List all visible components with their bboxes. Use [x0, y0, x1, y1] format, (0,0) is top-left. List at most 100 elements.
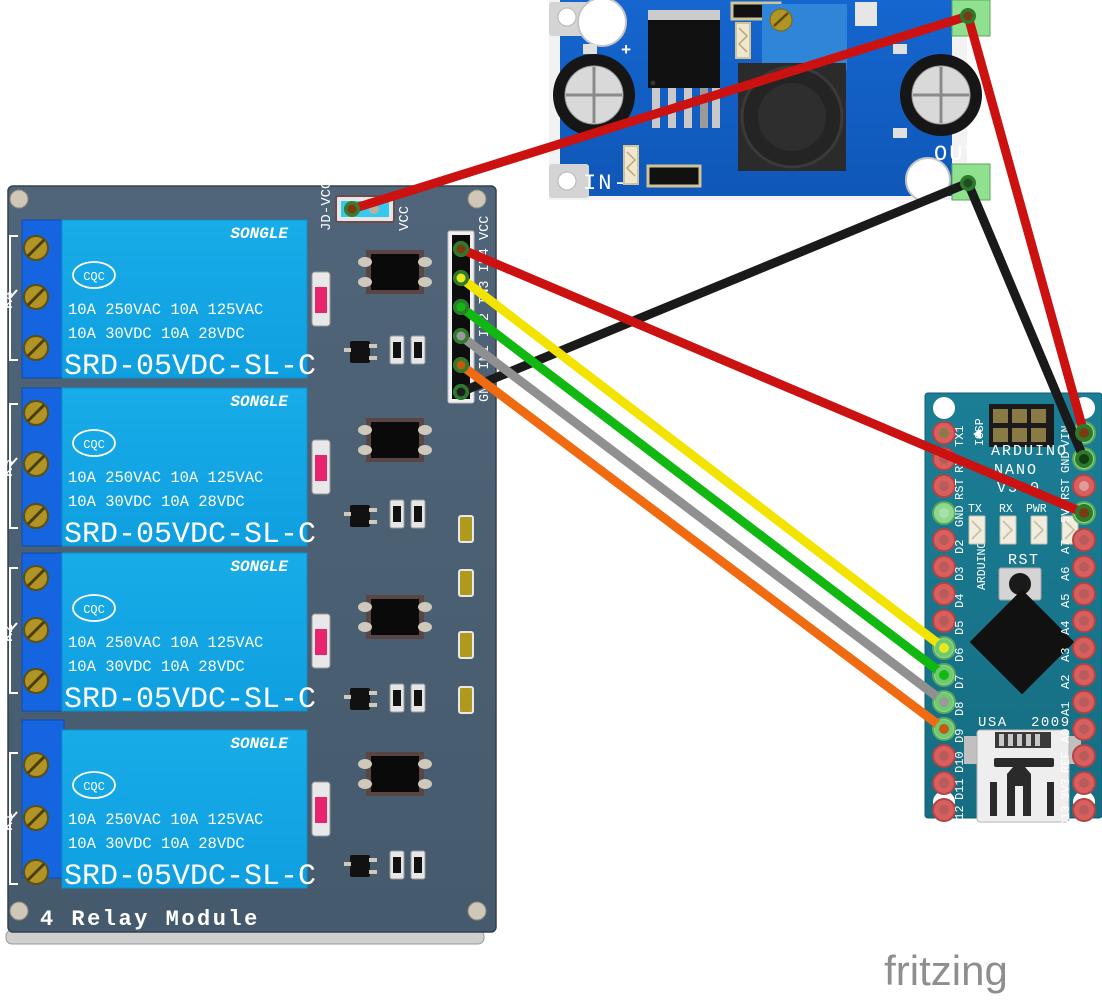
pin-d2[interactable] [932, 528, 956, 552]
mount-hole [467, 189, 487, 209]
pin-a5[interactable] [1072, 582, 1096, 606]
relay-rating-2: 10A 30VDC 10A 28VDC [68, 835, 245, 853]
plus-label: + [621, 42, 631, 61]
vcc-label: VCC [397, 206, 413, 231]
terminal-block-k3[interactable]: K3 [0, 387, 65, 547]
pin-label-d6: D6 [953, 648, 967, 662]
pin-rst[interactable] [932, 474, 956, 498]
terminal-block-k4[interactable]: K4 [0, 219, 65, 379]
relay-unit-k3[interactable]: K3 SONGLE CQC 10A 250VAC 10A 125VAC 10A … [0, 387, 474, 552]
pin-label-a0: A0 [1059, 729, 1073, 743]
pin-label-a1: A1 [1059, 702, 1073, 716]
brand-label: ARDUINO [991, 443, 1068, 460]
pin-d13[interactable] [1072, 798, 1096, 822]
pin-label-d4: D4 [953, 594, 967, 608]
pin-label-rst: RST [953, 478, 967, 500]
optocoupler-ic [358, 250, 432, 294]
out-minus-label: OUT- [934, 142, 995, 167]
wires-layer[interactable] [347, 11, 1089, 734]
pin-a0[interactable] [1072, 717, 1096, 741]
pin-a1[interactable] [1072, 690, 1096, 714]
relay-brand: SONGLE [230, 225, 288, 243]
terminal-block-k1[interactable]: K1 [0, 719, 65, 885]
pin-d4[interactable] [932, 582, 956, 606]
optocoupler-ic [358, 752, 432, 796]
relay-unit-k1[interactable]: K1 SONGLE CQC 10A 250VAC 10A 125VAC 10A … [0, 719, 432, 894]
pin-d11[interactable] [932, 771, 956, 795]
pin-d5[interactable] [932, 609, 956, 633]
regulator-ic [648, 10, 720, 128]
nano-pins-left[interactable]: TX1 RX RST GND D2 D3 D4 D5 D6 D7 D8 D9 D… [932, 421, 967, 827]
wire-relay-in3-to-nano-d7[interactable] [456, 302, 949, 680]
potentiometer[interactable] [762, 4, 847, 70]
relay-rating-2: 10A 30VDC 10A 28VDC [68, 325, 245, 343]
pin-label-a3: A3 [1059, 648, 1073, 662]
relay-part-number: SRD-05VDC-SL-C [64, 350, 316, 384]
wire-relay-in4-to-nano-d6[interactable] [456, 273, 949, 653]
pin-d10[interactable] [932, 744, 956, 768]
relay-brand: SONGLE [230, 393, 288, 411]
in-minus-label: IN- [583, 171, 629, 196]
country-label: USA [978, 715, 1008, 731]
resistor-pair [389, 499, 426, 529]
fritzing-watermark: fritzing [884, 947, 1008, 994]
pin-label-d9: D9 [953, 729, 967, 743]
pin-tx1[interactable] [932, 421, 956, 445]
relay-module[interactable]: 4 Relay Module K4 SONGLE CQC 10A 250VAC … [0, 181, 497, 945]
terminal-block-k2[interactable]: K2 [0, 552, 65, 712]
resistor-pair [389, 335, 426, 365]
pin-a4[interactable] [1072, 609, 1096, 633]
pin-ref[interactable] [1072, 744, 1096, 768]
smd-pad [458, 686, 474, 714]
pin-d12[interactable] [932, 798, 956, 822]
pin-label-d10: D10 [953, 751, 967, 773]
pin-3v3[interactable] [1072, 771, 1096, 795]
terminal-label-k3: K3 [0, 459, 17, 477]
pin-label-d8: D8 [953, 702, 967, 716]
mount-hole [9, 901, 29, 921]
relay-led [311, 439, 331, 495]
wire-relay-in2-to-nano-d8[interactable] [456, 331, 949, 707]
pin-label-gnd-right: GND [1059, 451, 1073, 473]
wire-relay-vcc-to-nano-5v[interactable] [456, 244, 1089, 518]
pin-rst-right[interactable] [1072, 474, 1096, 498]
wire-buck-out-plus-to-nano-vin[interactable] [963, 11, 1089, 438]
relay-cert: CQC [83, 438, 105, 452]
pin-label-d3: D3 [953, 567, 967, 581]
resistor-pair [389, 850, 426, 880]
relay-led [311, 781, 331, 837]
transistor [344, 688, 377, 710]
reset-button[interactable]: RST [998, 552, 1042, 601]
transistor [344, 855, 377, 877]
pin-label-d13: D13 [1059, 805, 1073, 827]
pin-a3[interactable] [1072, 636, 1096, 660]
icsp-header[interactable]: ICSP [973, 404, 1054, 447]
pin-d3[interactable] [932, 555, 956, 579]
pin-label-d2: D2 [953, 540, 967, 554]
relay-brand: SONGLE [230, 735, 288, 753]
relay-part-number: SRD-05VDC-SL-C [64, 860, 316, 894]
pin-gnd[interactable] [932, 501, 956, 525]
input-capacitor [553, 54, 635, 136]
wire-buck-out-plus-to-jdvcc[interactable] [347, 11, 973, 214]
mount-hole [9, 189, 29, 209]
relay-unit-k4[interactable]: K4 SONGLE CQC 10A 250VAC 10A 125VAC 10A … [0, 219, 432, 384]
pin-label-ref: REF [1059, 751, 1073, 773]
microcontroller-ic [969, 589, 1075, 695]
relay-rating-1: 10A 250VAC 10A 125VAC [68, 301, 263, 319]
wire-buck-out-minus-to-relay-gnd[interactable] [456, 178, 973, 397]
relay-rating-1: 10A 250VAC 10A 125VAC [68, 811, 263, 829]
relay-unit-k2[interactable]: K2 SONGLE CQC 10A 250VAC 10A 125VAC 10A … [0, 552, 474, 717]
pin-a7[interactable] [1072, 528, 1096, 552]
pin-label-a4: A4 [1059, 621, 1073, 635]
usb-connector[interactable] [964, 729, 1081, 823]
year-label: 2009 [1031, 715, 1071, 731]
relay-cert: CQC [83, 270, 105, 284]
reset-label: RST [1008, 552, 1040, 569]
pin-label-a7: A7 [1059, 540, 1073, 554]
pin-a6[interactable] [1072, 555, 1096, 579]
pin-a2[interactable] [1072, 663, 1096, 687]
wire-relay-in1-to-nano-d9[interactable] [456, 360, 949, 734]
wire-buck-out-minus-to-nano-gnd[interactable] [963, 178, 1089, 464]
